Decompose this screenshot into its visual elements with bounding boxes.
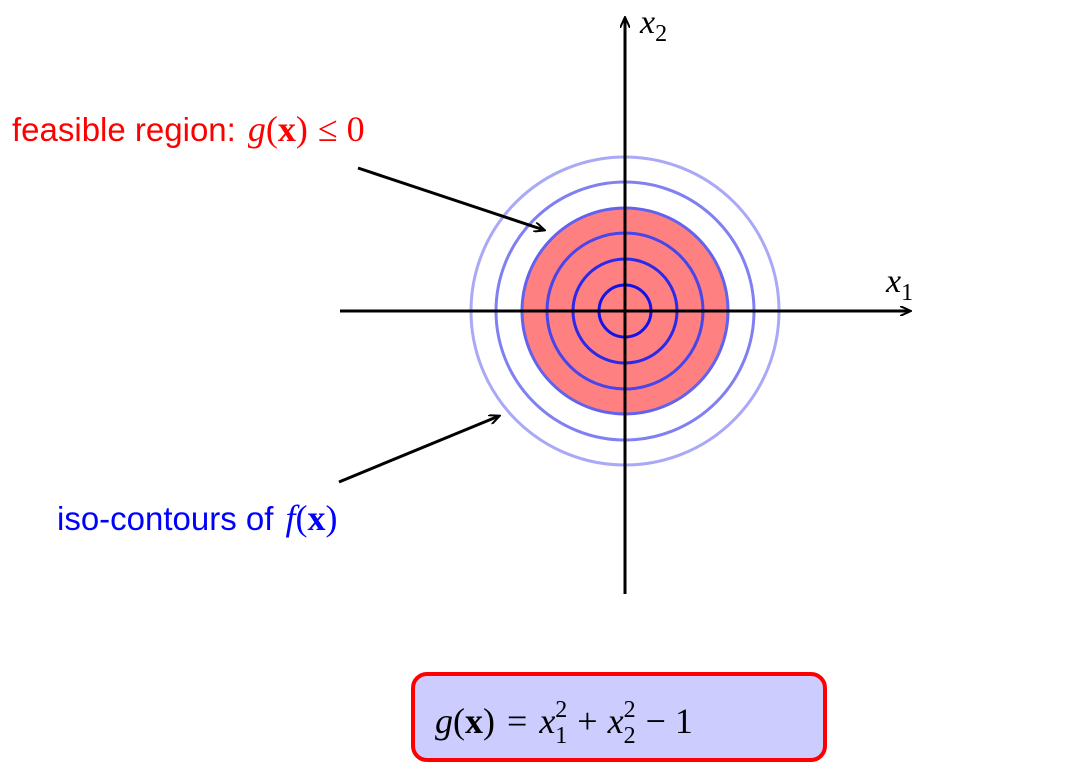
equation-box [411, 672, 827, 762]
x1-axis-label: x1 [885, 263, 913, 306]
feasible-region-label: feasible region:g(x)≤ 0 [12, 109, 365, 149]
contours-pointer-arrow [338, 416, 499, 484]
feasible-pointer-arrow [357, 166, 544, 230]
x2-axis-label: x2 [639, 4, 667, 47]
